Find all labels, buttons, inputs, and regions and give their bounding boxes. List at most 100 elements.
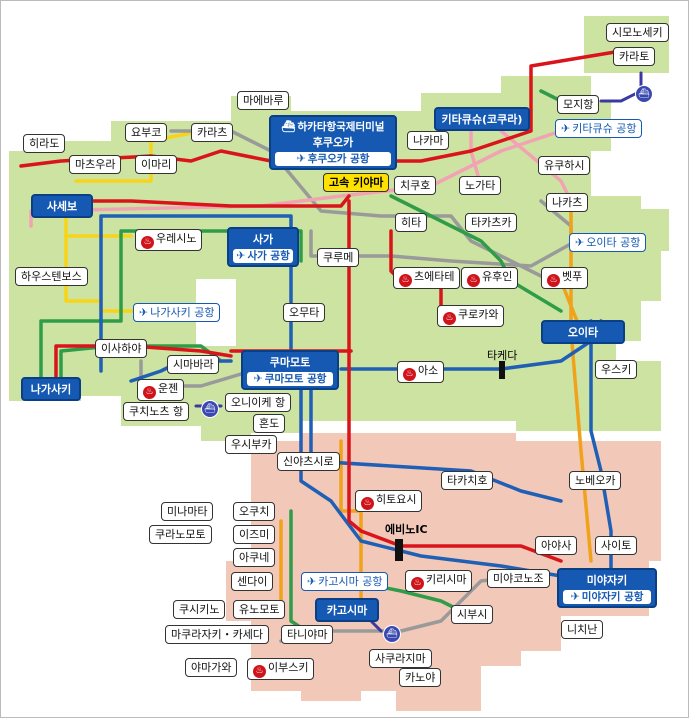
station-sakurajima[interactable]: 사쿠라지마 bbox=[369, 649, 432, 668]
airport-kitakyushu[interactable]: ✈키타큐슈 공항 bbox=[555, 119, 643, 138]
station-yufuin[interactable]: 유후인 bbox=[461, 267, 519, 289]
station-kiyama[interactable]: 고속 키야마 bbox=[323, 173, 390, 192]
hub-nagasaki[interactable]: 나가사키 bbox=[21, 377, 81, 401]
airplane-icon: ✈ bbox=[253, 372, 263, 385]
station-ibusuki[interactable]: 이부스키 bbox=[247, 658, 315, 680]
hub-fukuoka-title: 후쿠오카 bbox=[312, 136, 354, 149]
station-kuranomoto[interactable]: 쿠라노모토 bbox=[149, 525, 212, 544]
station-taketa[interactable]: 타케다 bbox=[487, 349, 518, 362]
station-nichinan[interactable]: 니치난 bbox=[561, 620, 604, 639]
airplane-icon: ✈ bbox=[570, 590, 580, 603]
airplane-icon: ✈ bbox=[236, 249, 246, 262]
station-yamagawa[interactable]: 야마가와 bbox=[185, 658, 238, 677]
hub-kitakyushu[interactable]: 키타큐슈(코쿠라) bbox=[434, 107, 530, 131]
station-huis-ten-bosch[interactable]: 하우스텐보스 bbox=[15, 267, 88, 286]
station-hita[interactable]: 히타 bbox=[395, 213, 428, 232]
route-red-3 bbox=[347, 199, 563, 563]
station-aso[interactable]: 아소 bbox=[397, 361, 445, 383]
hub-sasebo[interactable]: 사세보 bbox=[31, 194, 93, 218]
airplane-icon: ✈ bbox=[139, 306, 149, 319]
station-chikuho[interactable]: 치쿠호 bbox=[394, 176, 437, 195]
hub-oita[interactable]: 오이타 bbox=[541, 320, 625, 344]
station-nobeoka[interactable]: 노베오카 bbox=[569, 471, 622, 490]
airport-oita[interactable]: ✈오이타 공항 bbox=[569, 233, 647, 252]
station-nakatsu[interactable]: 나카츠 bbox=[546, 193, 589, 212]
station-ushibuka[interactable]: 우시부카 bbox=[225, 435, 278, 454]
hub-saga-title: 사가 bbox=[252, 233, 274, 246]
station-aya[interactable]: 아야사 bbox=[535, 536, 578, 555]
station-yobuko[interactable]: 요부코 bbox=[125, 123, 168, 142]
station-yukuhashi[interactable]: 유쿠하시 bbox=[538, 156, 591, 175]
station-taniyama[interactable]: 타니야마 bbox=[281, 625, 334, 644]
airplane-icon: ✈ bbox=[296, 152, 306, 165]
route-blue-3 bbox=[299, 379, 563, 578]
station-minamata[interactable]: 미나마타 bbox=[161, 502, 214, 521]
station-shibushi[interactable]: 시부시 bbox=[451, 605, 494, 624]
station-karatsu[interactable]: 카라츠 bbox=[191, 123, 234, 142]
route-green-1 bbox=[39, 229, 303, 388]
route-red-2 bbox=[39, 194, 351, 208]
hub-kumamoto-title: 쿠마모토 bbox=[269, 356, 311, 369]
station-takatsuka[interactable]: 타카츠카 bbox=[465, 213, 518, 232]
station-makurazaki[interactable]: 마쿠라자키・카세다 bbox=[165, 625, 269, 644]
route-blue-1 bbox=[99, 214, 293, 373]
station-nogata[interactable]: 노가타 bbox=[459, 176, 502, 195]
station-karato[interactable]: 카라토 bbox=[613, 47, 656, 66]
station-kanoya[interactable]: 카노야 bbox=[399, 668, 442, 687]
ferry-icon: ⛴ bbox=[635, 85, 653, 103]
station-yunomoto[interactable]: 유노모토 bbox=[233, 600, 286, 619]
route-purple-1 bbox=[599, 71, 643, 103]
station-kirishima[interactable]: 키리시마 bbox=[405, 570, 473, 592]
station-miyakonojo[interactable]: 미야코노조 bbox=[487, 569, 550, 588]
ebino-marker bbox=[395, 539, 403, 561]
station-kuchinotsu[interactable]: 쿠치노츠 항 bbox=[123, 402, 190, 421]
station-matsuura[interactable]: 마츠우라 bbox=[69, 155, 122, 174]
airplane-icon: ✈ bbox=[561, 122, 571, 135]
station-maebaru[interactable]: 마에바루 bbox=[237, 91, 290, 110]
taketa-marker bbox=[499, 361, 505, 379]
station-kurokawa[interactable]: 쿠로카와 bbox=[437, 305, 505, 327]
station-omuta[interactable]: 오무타 bbox=[283, 303, 326, 322]
hub-fukuoka[interactable]: ⛴하카타항국제터미널 후쿠오카 ✈후쿠오카 공항 bbox=[269, 115, 397, 170]
station-shin-yatsushiro[interactable]: 신야츠시로 bbox=[277, 452, 340, 471]
airplane-icon: ✈ bbox=[575, 236, 585, 249]
station-isahaya[interactable]: 이사하야 bbox=[95, 339, 148, 358]
route-orange-1 bbox=[569, 199, 593, 563]
station-akune[interactable]: 아쿠네 bbox=[233, 548, 276, 567]
station-hirado[interactable]: 히라도 bbox=[23, 134, 66, 153]
station-usuki[interactable]: 우스키 bbox=[595, 360, 638, 379]
station-kushikino[interactable]: 쿠시키노 bbox=[173, 600, 226, 619]
airplane-icon: ✈ bbox=[307, 575, 317, 588]
ship-icon: ⛴ bbox=[281, 120, 296, 133]
station-hondo[interactable]: 혼도 bbox=[253, 414, 286, 433]
station-mojiko[interactable]: 모지항 bbox=[557, 95, 600, 114]
ferry-icon: ⛴ bbox=[201, 400, 219, 418]
station-unzen[interactable]: 운젠 bbox=[137, 379, 185, 401]
station-beppu[interactable]: 벳푸 bbox=[541, 267, 589, 289]
station-okuchi[interactable]: 오쿠치 bbox=[233, 502, 276, 521]
route-gray-1 bbox=[169, 129, 543, 278]
ferry-icon: ⛴ bbox=[383, 625, 401, 643]
station-ureshino[interactable]: 우레시노 bbox=[135, 229, 203, 251]
station-ebino-ic[interactable]: 에비노IC bbox=[385, 523, 428, 536]
station-hitoyoshi[interactable]: 히토요시 bbox=[355, 490, 423, 512]
station-shimabara[interactable]: 시마바라 bbox=[167, 355, 220, 374]
station-takachiho[interactable]: 타카치호 bbox=[441, 471, 494, 490]
airport-nagasaki[interactable]: ✈나가사키 공항 bbox=[133, 303, 221, 322]
hub-kagoshima[interactable]: 카고시마 bbox=[315, 598, 379, 622]
airport-kagoshima[interactable]: ✈카고시마 공항 bbox=[301, 572, 389, 591]
station-izumi[interactable]: 이즈미 bbox=[233, 525, 276, 544]
station-imari[interactable]: 이마리 bbox=[135, 155, 178, 174]
station-oniike[interactable]: 오니이케 항 bbox=[225, 393, 292, 412]
route-orange-3 bbox=[339, 439, 363, 603]
station-saito[interactable]: 사이토 bbox=[595, 536, 638, 555]
hub-kumamoto[interactable]: 쿠마모토 ✈쿠마모토 공항 bbox=[241, 350, 339, 390]
hub-saga[interactable]: 사가 ✈사가 공항 bbox=[227, 227, 299, 267]
station-sendai[interactable]: 센다이 bbox=[231, 572, 274, 591]
station-nakama[interactable]: 나카마 bbox=[407, 131, 450, 150]
hub-miyazaki[interactable]: 미야자키 ✈미야자키 공항 bbox=[557, 568, 657, 608]
station-kurume[interactable]: 쿠루메 bbox=[317, 248, 360, 267]
station-tsuetate[interactable]: 츠에타테 bbox=[393, 267, 461, 289]
station-shimonoseki[interactable]: 시모노세키 bbox=[606, 23, 669, 42]
